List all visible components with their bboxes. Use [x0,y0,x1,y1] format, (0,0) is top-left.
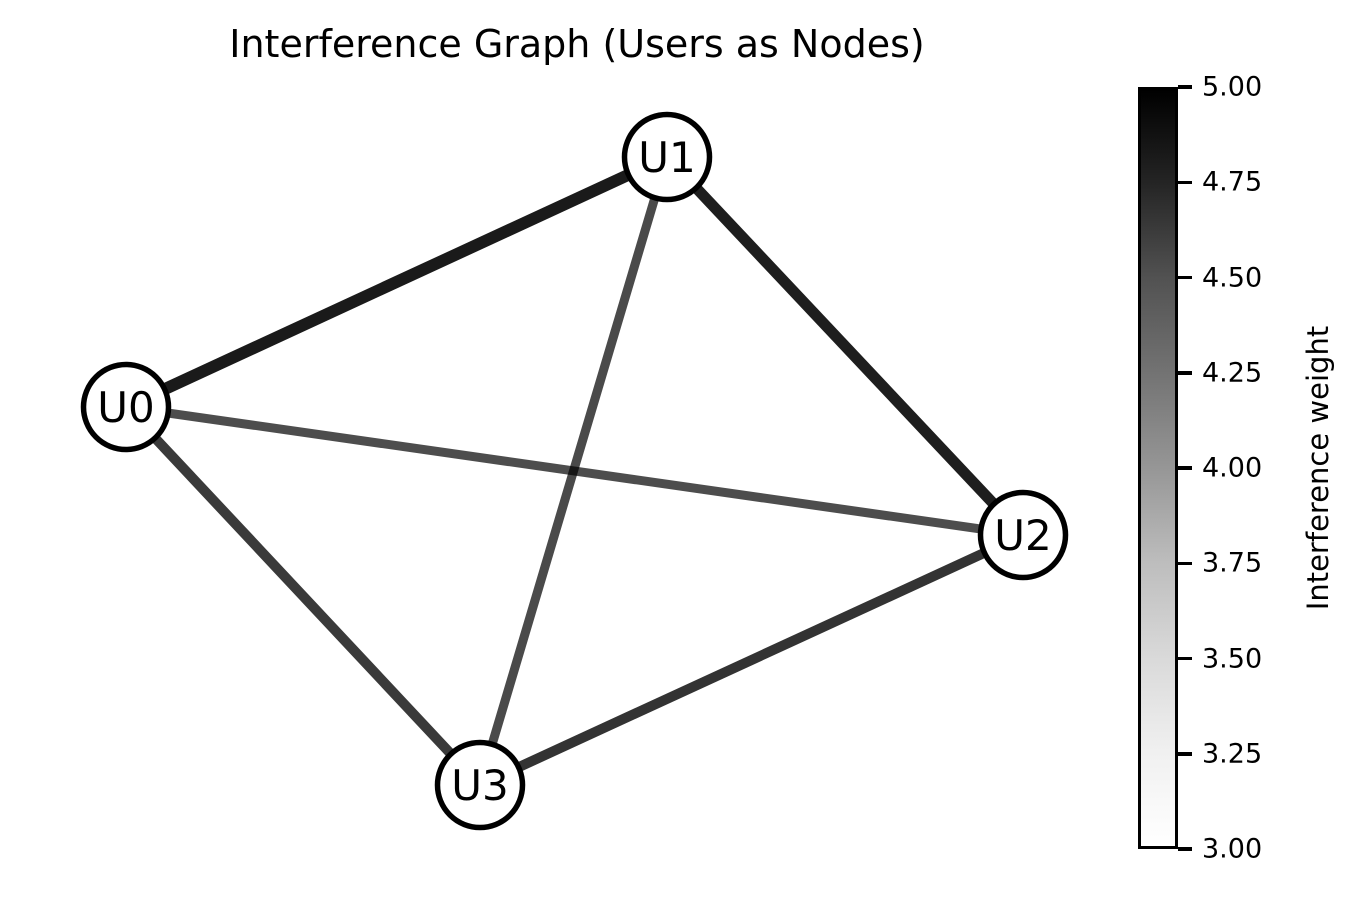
graph-node-U1: U1 [621,111,713,203]
colorbar-tick-mark [1178,466,1192,470]
colorbar-tick-label: 3.00 [1202,833,1263,865]
colorbar-tick-label: 4.25 [1202,357,1263,389]
graph-node-U0: U0 [80,361,172,453]
node-circle-U2 [977,489,1069,581]
chart-title: Interference Graph (Users as Nodes) [229,22,925,66]
colorbar-tick-mark [1178,752,1192,756]
colorbar-tick-label: 5.00 [1202,71,1263,103]
colorbar-label: Interference weight [1301,325,1335,611]
graph-edge-U1-U2 [662,153,1028,539]
colorbar-tick-mark [1178,180,1192,184]
colorbar-tick-label: 3.75 [1202,547,1263,579]
graph-edge-U0-U3 [122,403,484,789]
colorbar-tick-mark [1178,371,1192,375]
node-label-U3: U3 [451,761,508,810]
graph-edge-U0-U1 [123,151,670,413]
colorbar-tick-label: 4.50 [1202,262,1263,293]
colorbar-tick-mark [1178,656,1192,661]
colorbar-tick-label: 3.50 [1202,643,1263,674]
node-circle-U3 [434,739,526,831]
colorbar-tick-mark [1178,275,1192,280]
graph-node-U2: U2 [977,489,1069,581]
colorbar-tick-label: 3.25 [1202,738,1263,770]
colorbar-tick-label: 4.75 [1202,166,1263,198]
colorbar-tick-label: 4.00 [1202,452,1263,484]
node-label-U2: U2 [994,511,1051,560]
colorbar-tick-mark [1178,85,1192,89]
colorbar-gradient [1138,87,1178,849]
node-circle-U0 [80,361,172,453]
colorbar-tick-mark [1178,561,1192,565]
graph-edge-U2-U3 [477,530,1026,790]
node-label-U1: U1 [638,133,695,182]
node-label-U0: U0 [97,383,154,432]
colorbar-tick-mark [1178,847,1192,851]
node-circle-U1 [621,111,713,203]
graph-edge-U0-U2 [125,402,1024,540]
graph-node-U3: U3 [434,739,526,831]
